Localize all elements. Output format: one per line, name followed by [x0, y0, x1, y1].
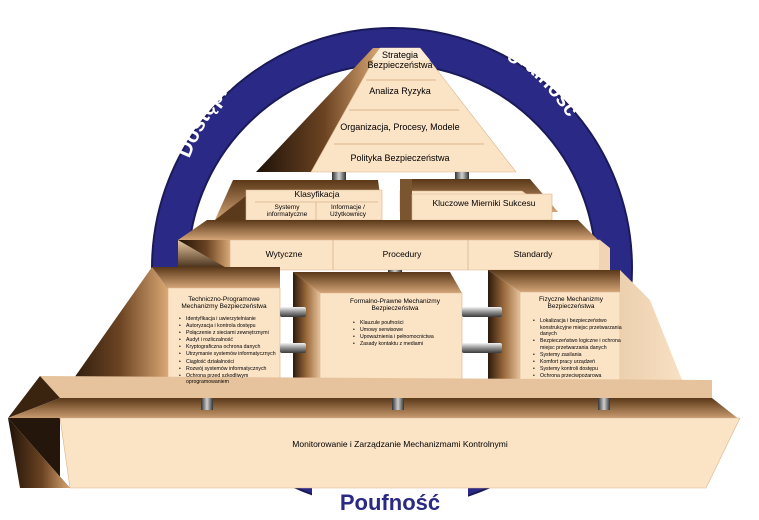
connector-pipe — [201, 398, 213, 410]
list-item: Ochrona przed szkodliwym oprogramowaniem — [179, 373, 282, 386]
list-item: Zasady kontaktu z mediami — [353, 341, 464, 348]
procedures-label: Procedury — [382, 249, 422, 259]
legal-mechanisms-title: Formalno-Prawne Mechanizmy Bezpieczeństw… — [350, 298, 440, 313]
classification-systems: Systemy informatyczne — [266, 204, 308, 219]
key-metrics-block — [399, 179, 558, 221]
list-item: Systemy zasilania — [533, 352, 624, 359]
list-item: Upoważnienia i pełnomocnictwa — [353, 334, 464, 341]
key-metrics-label: Kluczowe Mierniki Sukcesu — [432, 198, 536, 208]
list-item: Połączenie z sieciami zewnętrznymi — [179, 330, 282, 337]
legal-mechanisms-list: Klauzule poufności Umowy serwisowe Upowa… — [352, 320, 464, 348]
classification-information: Informacje / Użytkownicy — [329, 204, 367, 219]
list-item: Ciągłość działalności — [179, 359, 282, 366]
connector-pipe — [392, 398, 404, 410]
connector-pipe — [462, 343, 502, 353]
list-item: Utrzymanie systemów informatycznych — [179, 351, 282, 358]
list-item: Umowy serwisowe — [353, 327, 464, 334]
physical-mechanisms-title: Fizyczne Mechanizmy Bezpieczeństwa — [539, 296, 603, 311]
guidelines-label: Wytyczne — [265, 249, 303, 259]
pyramid-level-policy: Polityka Bezpieczeństwa — [350, 153, 450, 163]
connector-pipe — [280, 307, 306, 317]
base-platform — [8, 376, 741, 489]
ring-label-confidentiality: Poufność — [339, 490, 441, 515]
pyramid-level-strategy: Strategia Bezpieczeństwa — [367, 50, 433, 71]
standards-label: Standardy — [513, 249, 553, 259]
top-pyramid — [256, 47, 517, 173]
list-item: Ochrona przeciwpożarowa — [533, 373, 624, 380]
list-item: Bezpieczeństwo logiczne i ochrona miejsc… — [533, 338, 624, 351]
list-item: Rozwój systemów informatycznych — [179, 366, 282, 373]
pyramid-level-risk-analysis: Analiza Ryzyka — [369, 86, 431, 96]
list-item: Lokalizacja i bezpieczeństwo konstrukcyj… — [533, 318, 624, 338]
list-item: Systemy kontroli dostępu — [533, 366, 624, 373]
list-item: Klauzule poufności — [353, 320, 464, 327]
connector-pipe — [280, 343, 306, 353]
list-item: Komfort pracy urządzeń — [533, 359, 624, 366]
list-item: Kryptograficzna ochrona danych — [179, 344, 282, 351]
classification-block — [215, 180, 383, 221]
technical-mechanisms-title: Techniczno-Programowe Mechanizmy Bezpiec… — [181, 296, 267, 311]
technical-mechanisms-list: Identyfikacja i uwierzytelnianie Autoryz… — [178, 316, 282, 386]
connector-pipe — [462, 307, 502, 317]
list-item: Autoryzacja i kontrola dostępu — [179, 323, 282, 330]
pyramid-level-organization: Organizacja, Procesy, Modele — [340, 122, 460, 132]
base-label: Monitorowanie i Zarządzanie Mechanizmami… — [292, 439, 508, 449]
list-item: Identyfikacja i uwierzytelnianie — [179, 316, 282, 323]
list-item: Audyt i rozliczalność — [179, 337, 282, 344]
connector-pipe — [598, 398, 610, 410]
guidelines-row — [178, 220, 610, 271]
classification-title: Klasyfikacja — [294, 189, 340, 199]
physical-mechanisms-list: Lokalizacja i bezpieczeństwo konstrukcyj… — [532, 318, 624, 380]
